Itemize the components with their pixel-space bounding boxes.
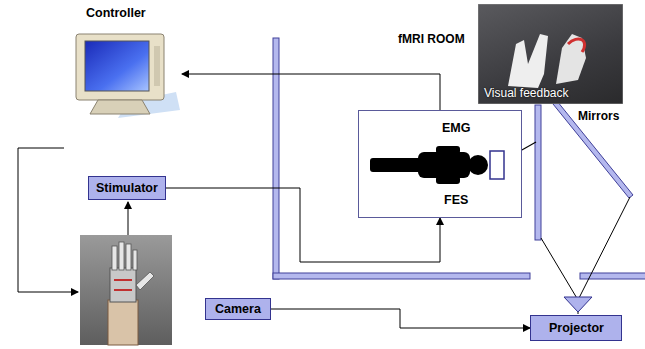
- process-box: Camera: [205, 298, 271, 320]
- process-box: Projector: [530, 315, 622, 341]
- node-label: Visual feedback: [484, 87, 569, 101]
- photo-node: Visual feedback: [478, 4, 623, 104]
- process-box: Stimulator: [88, 176, 166, 200]
- signal-wire: [18, 148, 78, 292]
- node-label: EMG: [442, 121, 470, 135]
- patient-node: EMG FES: [358, 110, 522, 218]
- node-label: Projector: [549, 321, 604, 335]
- computer-node: Controller: [58, 6, 182, 120]
- node-label: FES: [444, 193, 468, 207]
- room-label: fMRI ROOM: [398, 33, 465, 47]
- signal-connector: [182, 74, 440, 110]
- patient-figure: [358, 110, 522, 218]
- node-label: Camera: [215, 302, 261, 316]
- projection-ray: [541, 197, 630, 314]
- signal-connector: [271, 309, 530, 328]
- room-label: Mirrors: [578, 110, 619, 124]
- projector-lens: [564, 297, 592, 312]
- signal-wire: [128, 202, 129, 235]
- robot-hand-photo: [80, 235, 172, 345]
- node-label: Stimulator: [96, 181, 158, 195]
- computer-icon: [58, 6, 182, 120]
- node-heading: Controller: [86, 6, 146, 20]
